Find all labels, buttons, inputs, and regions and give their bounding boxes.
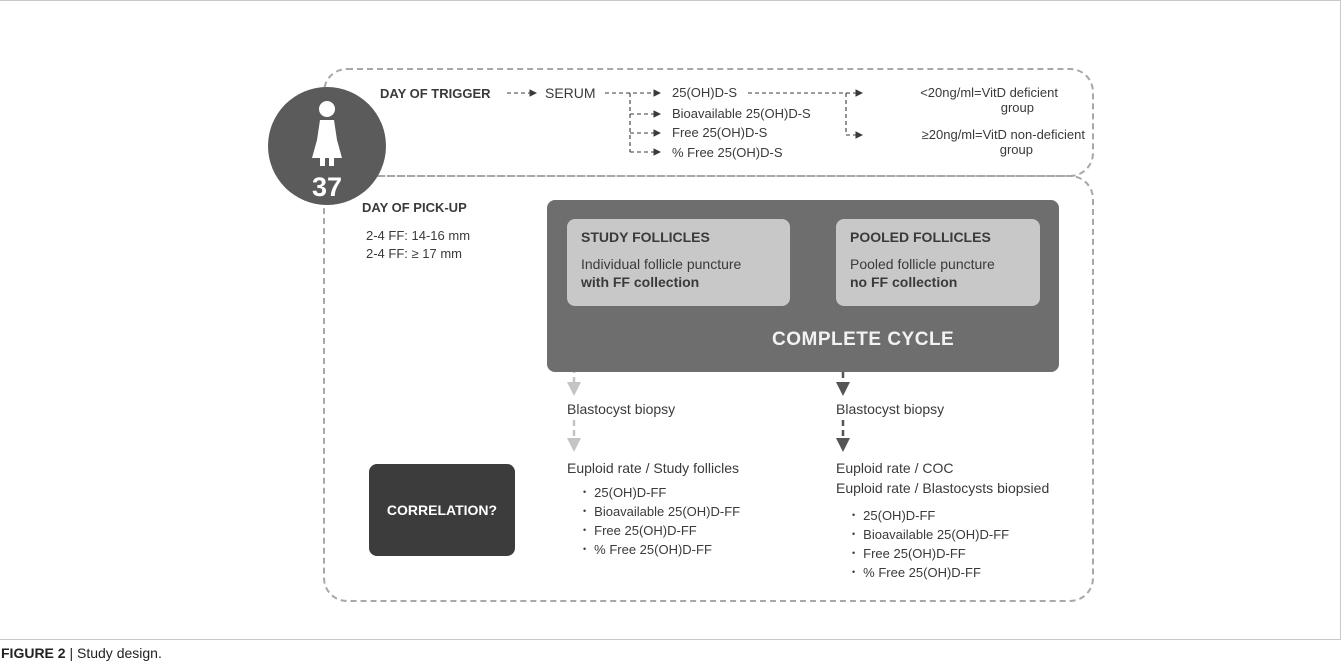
pooled-follicles-line2: no FF collection xyxy=(850,274,958,290)
pooled-follicles-line1: Pooled follicle puncture xyxy=(850,256,995,272)
measure-bioavailable: Bioavailable 25(OH)D-S xyxy=(672,106,811,121)
list-item: Bioavailable 25(OH)D-FF xyxy=(852,525,1009,544)
left-blastocyst-biopsy: Blastocyst biopsy xyxy=(567,401,676,417)
study-follicles-heading: STUDY FOLLICLES xyxy=(581,229,710,245)
complete-cycle-title: COMPLETE CYCLE xyxy=(772,329,955,350)
right-ff-list: 25(OH)D-FF Bioavailable 25(OH)D-FF Free … xyxy=(852,506,1009,582)
right-euploid-blastocysts: Euploid rate / Blastocysts biopsied xyxy=(836,480,1050,496)
measure-free: Free 25(OH)D-S xyxy=(672,125,768,140)
study-follicles-line1: Individual follicle puncture xyxy=(581,256,742,272)
figure-caption: FIGURE 2 | Study design. xyxy=(1,645,162,661)
caption-text: Study design. xyxy=(77,645,162,661)
list-item: 25(OH)D-FF xyxy=(583,483,740,502)
serum-label: SERUM xyxy=(545,85,596,101)
study-follicles-box: STUDY FOLLICLES Individual follicle punc… xyxy=(567,219,790,306)
group-non-deficient: ≥20ng/ml=VitD non-deficient group xyxy=(878,127,1085,157)
list-item: Free 25(OH)D-FF xyxy=(852,544,1009,563)
group-deficient-line1: <20ng/ml=VitD deficient xyxy=(920,85,1058,100)
list-item: 25(OH)D-FF xyxy=(852,506,1009,525)
pooled-follicles-heading: POOLED FOLLICLES xyxy=(850,229,991,245)
correlation-label: CORRELATION? xyxy=(386,502,498,518)
right-euploid-coc: Euploid rate / COC xyxy=(836,460,954,476)
left-ff-list: 25(OH)D-FF Bioavailable 25(OH)D-FF Free … xyxy=(583,483,740,559)
pickup-heading: DAY OF PICK-UP xyxy=(362,200,467,215)
woman-icon xyxy=(312,101,342,166)
list-item: Free 25(OH)D-FF xyxy=(583,521,740,540)
list-item: % Free 25(OH)D-FF xyxy=(852,563,1009,582)
patient-age: 37 xyxy=(311,172,343,202)
left-euploid-outcome: Euploid rate / Study follicles xyxy=(567,460,739,476)
correlation-box: CORRELATION? xyxy=(369,464,515,556)
pickup-criterion-2: 2-4 FF: ≥ 17 mm xyxy=(366,246,462,261)
trigger-heading: DAY OF TRIGGER xyxy=(380,86,491,101)
group-deficient: <20ng/ml=VitD deficient group xyxy=(878,85,1058,115)
caption-separator: | xyxy=(65,645,77,661)
right-blastocyst-biopsy: Blastocyst biopsy xyxy=(836,401,945,417)
group-deficient-line2: group xyxy=(1000,100,1034,115)
pickup-section xyxy=(323,175,1094,602)
figure-frame xyxy=(0,0,1341,640)
pooled-follicles-box: POOLED FOLLICLES Pooled follicle punctur… xyxy=(836,219,1040,306)
group-non-deficient-line1: ≥20ng/ml=VitD non-deficient xyxy=(921,127,1085,142)
measure-percent-free: % Free 25(OH)D-S xyxy=(672,145,783,160)
study-follicles-line2: with FF collection xyxy=(581,274,700,290)
figure-label: FIGURE 2 xyxy=(1,645,66,661)
pickup-criterion-1: 2-4 FF: 14-16 mm xyxy=(366,228,471,243)
group-non-deficient-line2: group xyxy=(999,142,1033,157)
list-item: Bioavailable 25(OH)D-FF xyxy=(583,502,740,521)
list-item: % Free 25(OH)D-FF xyxy=(583,540,740,559)
measure-25ohd-s: 25(OH)D-S xyxy=(672,85,738,100)
